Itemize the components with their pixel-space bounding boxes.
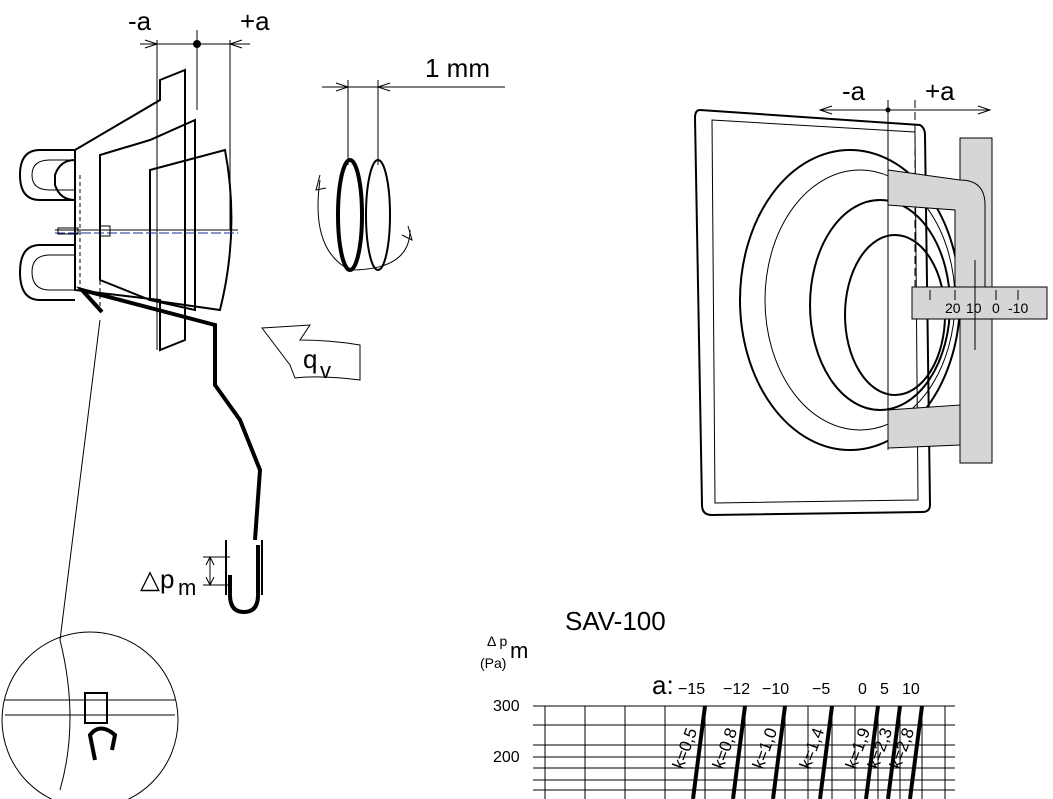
chart-y-label-sub: m — [510, 638, 528, 663]
detail-nut — [84, 692, 108, 724]
detail-view — [1, 631, 179, 799]
a-value-label: 10 — [902, 681, 920, 698]
k-line — [771, 705, 787, 799]
wall-clamp-upper-inner — [31, 159, 75, 191]
a-value-label: −15 — [678, 681, 705, 698]
left-dim-plus-a-label: +a — [240, 6, 270, 36]
measurement-tube — [75, 286, 263, 541]
a-value-label: −10 — [762, 681, 789, 698]
right-center-dot — [885, 107, 891, 113]
scale-label-minus-10: -10 — [1008, 300, 1028, 316]
rotation-arrowhead-right — [401, 225, 413, 241]
k-line — [864, 705, 880, 799]
valve-cone — [99, 118, 196, 312]
right-valve-front: -a +a 20 10 0 -10 — [693, 76, 1048, 517]
detail-housing-curve — [59, 639, 71, 791]
scale-label-0: 0 — [992, 300, 1000, 316]
helix-loop-thick — [336, 158, 364, 272]
spindle-end — [57, 227, 79, 235]
flow-arrow-shape — [261, 324, 361, 381]
front-plate-outer — [693, 108, 932, 517]
flow-arrow-qv: q v — [261, 324, 361, 383]
k-line — [908, 705, 924, 799]
k-line — [691, 705, 707, 799]
flow-q-sub-label: v — [320, 358, 331, 383]
a-value-label: −5 — [812, 681, 830, 698]
wall-clamp-lower — [18, 244, 75, 301]
pitch-arrows — [335, 82, 391, 92]
right-dim-plus-a-label: +a — [925, 76, 955, 106]
gauge-upper-arm — [887, 169, 986, 291]
chart-title: SAV-100 — [565, 606, 666, 636]
right-dim-arrows — [818, 105, 992, 115]
k-line — [886, 705, 902, 799]
scale-label-20: 20 — [945, 300, 961, 316]
left-valve-section: -a +a △p m — [18, 6, 270, 641]
k-line — [731, 705, 747, 799]
detail-turn-arrow — [87, 726, 118, 761]
wall-clamp-upper — [18, 149, 76, 201]
center-dot — [193, 40, 201, 48]
front-plate-inner — [711, 119, 919, 504]
scale-label-10: 10 — [966, 300, 982, 316]
detail-circle — [1, 631, 179, 799]
left-dim-minus-a-label: -a — [128, 6, 152, 36]
flow-q-label: q — [303, 344, 317, 374]
chart-y-unit: (Pa) — [480, 655, 506, 671]
pressure-sub-label: m — [178, 575, 196, 600]
gauge-scale — [911, 286, 1048, 320]
spindle-nut — [99, 225, 111, 237]
wall-clamp-lower-inner — [31, 254, 75, 291]
arrow-minus-a — [144, 39, 159, 49]
y-tick-label: 300 — [493, 698, 520, 715]
valve-housing — [74, 68, 186, 352]
a-value-label: −12 — [723, 681, 750, 698]
chart-y-ticks: 300 200 — [493, 698, 520, 766]
chart-a-label: a: — [652, 670, 674, 700]
y-tick-label: 200 — [493, 749, 520, 766]
rotation-arrowhead-left — [315, 174, 327, 191]
dp-arrow — [205, 555, 215, 587]
a-value-label: 5 — [880, 681, 889, 698]
pressure-delta-label: △p — [140, 564, 174, 594]
right-dim-minus-a-label: -a — [842, 76, 866, 106]
manometer-fluid — [228, 545, 260, 615]
arrow-plus-a — [228, 39, 243, 49]
valve-disc — [149, 148, 233, 312]
rotation-arrow-left — [317, 179, 411, 271]
a-value-label: 0 — [858, 681, 867, 698]
one-mm-label: 1 mm — [425, 53, 490, 83]
detail-leader — [59, 319, 101, 641]
adjustment-helix: 1 mm — [315, 53, 505, 272]
gauge-lower-arm — [887, 404, 961, 449]
chart-y-label: Δ p — [487, 633, 507, 649]
k-line — [818, 705, 834, 799]
helix-loop-thin — [365, 159, 391, 271]
